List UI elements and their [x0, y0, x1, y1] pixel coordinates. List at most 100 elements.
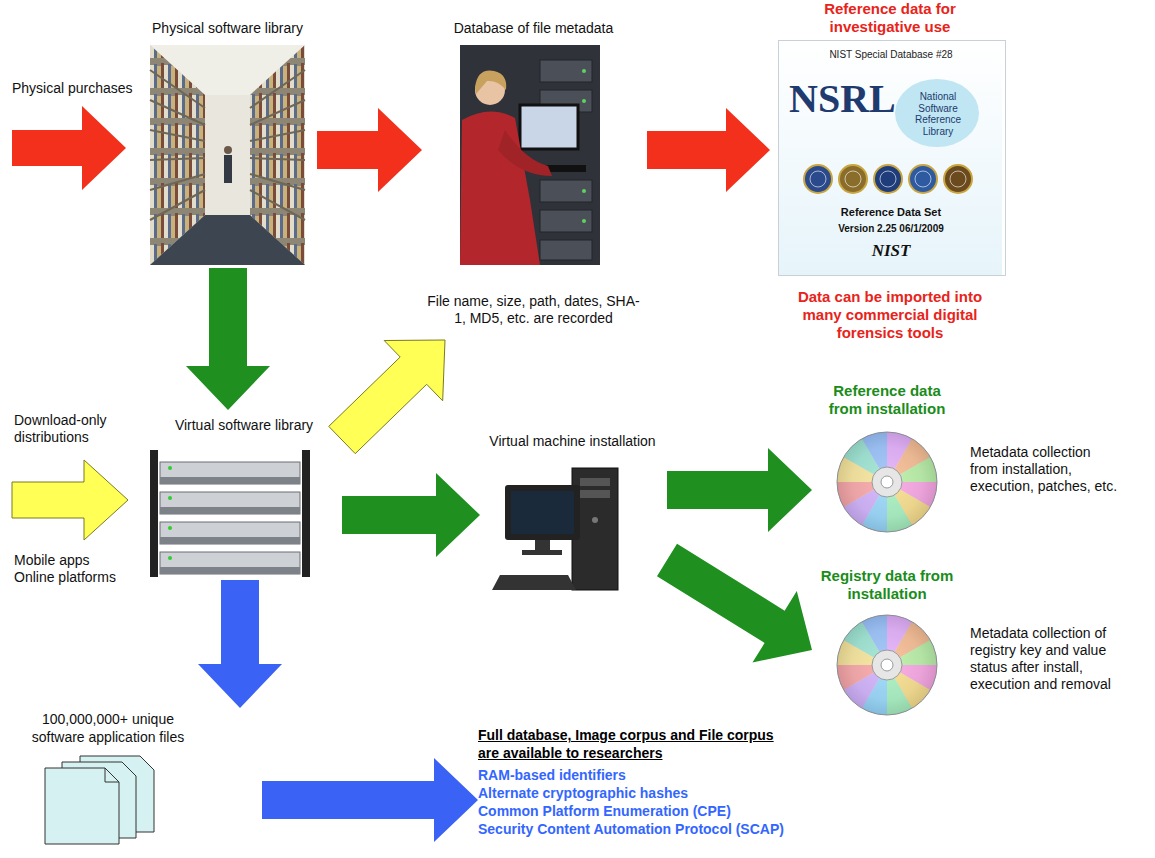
- library-photo: [224, 146, 232, 154]
- researcher-data-node: Full database, Image corpus and File cor…: [478, 726, 920, 856]
- block-arrow-blue: [262, 758, 478, 842]
- nsrl-logo-art: [944, 165, 972, 193]
- node-heading: Reference data from installation: [817, 382, 957, 418]
- computer-icon: [511, 491, 574, 534]
- library-photo: [150, 190, 205, 220]
- server-rack: [160, 477, 300, 574]
- node-note: Metadata collection of registry key and …: [970, 625, 1122, 693]
- server-rack: [160, 462, 300, 484]
- computer-icon: [580, 478, 610, 486]
- nsrl-logo-art: [804, 165, 832, 193]
- server-rack: [168, 466, 172, 470]
- server-rack: [160, 492, 300, 514]
- database-photo: [582, 69, 586, 73]
- database-photo: [582, 99, 586, 103]
- library-photo: [150, 100, 205, 125]
- library-photo: [250, 174, 305, 190]
- logo-wordmark: NSRL: [789, 77, 904, 121]
- database-photo: [582, 69, 586, 223]
- node-heading: Virtual software library: [148, 416, 340, 434]
- server-rack: [160, 552, 300, 574]
- database-photo: [582, 189, 586, 193]
- cd-disc: [837, 432, 937, 532]
- library-photo: [250, 190, 305, 220]
- library-photo: [150, 174, 205, 190]
- vm-install-node: Virtual machine installation: [480, 428, 667, 598]
- input-label: Download-only distributions: [14, 412, 126, 446]
- nsrl-logo-art: [874, 165, 902, 193]
- server-rack: [150, 450, 310, 577]
- block-arrow-green: [657, 544, 812, 663]
- node-heading: Registry data from installation: [812, 567, 962, 603]
- server-rack: [150, 450, 158, 577]
- input-arrow-red: [12, 106, 126, 190]
- block-arrow-red: [317, 108, 422, 192]
- library-photo: [150, 70, 305, 220]
- server-rack: [168, 526, 172, 530]
- list-item: Security Content Automation Protocol (SC…: [478, 820, 918, 838]
- node-note: Metadata collection from installation, e…: [970, 444, 1122, 495]
- metadata-database-node: Database of file metadataFile name, size…: [422, 15, 647, 340]
- node-heading: Full database, Image corpus and File cor…: [478, 726, 778, 762]
- installation-data-node: Reference data from installationMetadata…: [812, 380, 1148, 545]
- files-icon: [105, 768, 119, 782]
- database-photo: [540, 180, 592, 202]
- block-arrow-yellow: [329, 340, 445, 454]
- list-item: RAM-based identifiers: [478, 766, 918, 784]
- database-photo: [498, 130, 552, 176]
- block-arrow-green: [667, 448, 812, 532]
- computer-icon: [505, 485, 580, 540]
- nsrl-logo-art: [845, 171, 861, 187]
- database-photo: [582, 219, 586, 223]
- library-photo: [250, 158, 305, 160]
- nsrl-logo-art: [804, 165, 972, 193]
- database-photo: [520, 105, 578, 149]
- block-arrow-red: [647, 108, 770, 192]
- database-photo: [540, 60, 592, 82]
- server-rack: [302, 450, 310, 577]
- computer-icon: [592, 517, 598, 523]
- list-item: Alternate cryptographic hashes: [478, 784, 918, 802]
- logo-subtitle: National Software Reference Library: [907, 91, 969, 137]
- nsrl-logo-art: [839, 165, 867, 193]
- library-photo: [250, 70, 305, 108]
- nsrl-logo-art: [810, 171, 966, 187]
- server-rack: [160, 537, 300, 544]
- library-photo: [205, 95, 250, 215]
- nsrl-logo-art: [778, 40, 1002, 276]
- database-photo: [460, 45, 600, 265]
- library-photo: [250, 100, 305, 125]
- block-arrow-blue: [198, 580, 282, 708]
- logo-agency: NIST: [779, 241, 1003, 261]
- library-node: Physical software library: [140, 15, 317, 268]
- node-heading: Physical software library: [140, 19, 315, 37]
- file-corpus-node: 100,000,000+ unique software application…: [8, 708, 262, 848]
- library-photo: [250, 130, 305, 141]
- computer-icon: [580, 490, 610, 498]
- database-photo: [540, 240, 592, 260]
- library-photo: [150, 215, 305, 265]
- input-label: Mobile apps Online platforms: [14, 552, 126, 586]
- database-photo: [540, 60, 592, 260]
- database-photo: [540, 210, 592, 232]
- nsrl-logo-art: [915, 171, 931, 187]
- node-heading: 100,000,000+ unique software application…: [18, 710, 198, 746]
- server-rack: [160, 477, 300, 484]
- node-note: Data can be imported into many commercia…: [795, 288, 985, 342]
- nsrl-logo-art: [880, 171, 896, 187]
- computer-icon: [522, 550, 562, 555]
- node-heading: Reference data for investigative use: [800, 0, 980, 36]
- library-photo: [150, 45, 305, 265]
- nsrl-logo-art: [909, 165, 937, 193]
- server-rack: [160, 567, 300, 574]
- input-label: Physical purchases: [12, 80, 162, 97]
- server-rack: [160, 522, 300, 544]
- library-photo: [150, 45, 305, 265]
- logo-caption: NIST Special Database #28: [779, 49, 1003, 61]
- database-photo: [475, 71, 506, 94]
- database-photo: [460, 111, 540, 265]
- server-rack: [160, 507, 300, 514]
- server-rack: [168, 496, 172, 500]
- logo-version: Version 2.25 06/1/2009: [779, 222, 1003, 235]
